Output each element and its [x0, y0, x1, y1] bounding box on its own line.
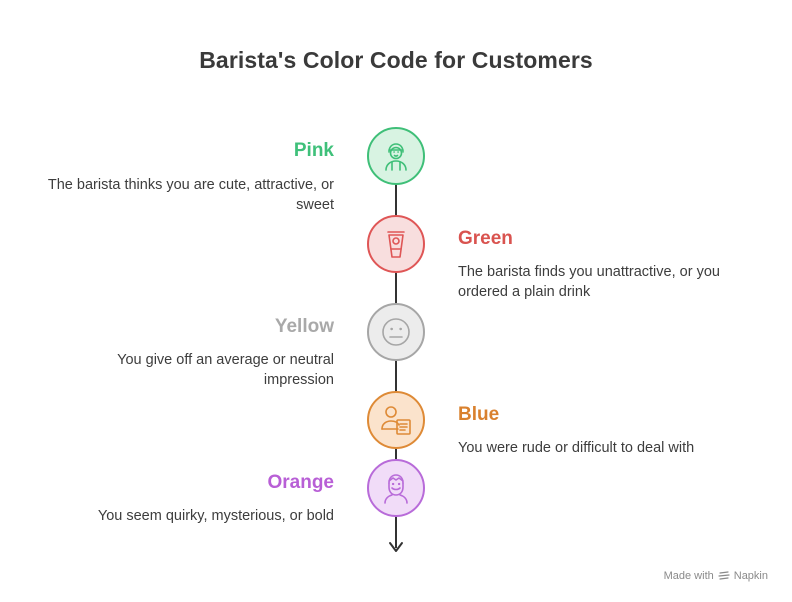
bearded-person-icon: [384, 474, 408, 504]
footer-credit: Made with Napkin: [664, 570, 768, 582]
item-label-blue: Blue: [458, 404, 500, 425]
item-description-blue: You were rude or difficult to deal with: [458, 440, 695, 456]
barista-person-icon: [385, 143, 407, 171]
page-title: Barista's Color Code for Customers: [199, 47, 593, 73]
timeline-line: [395, 180, 397, 548]
item-label-orange: Orange: [267, 472, 334, 493]
node-yellow: [367, 303, 425, 361]
item-description-orange: You seem quirky, mysterious, or bold: [97, 508, 334, 524]
person-complaint-icon: [381, 406, 411, 435]
item-description-green: The barista finds you unattractive, or y…: [458, 264, 720, 300]
node-green: [367, 215, 425, 273]
item-label-pink: Pink: [293, 140, 334, 161]
item-label-yellow: Yellow: [274, 316, 334, 337]
node-pink: [367, 127, 425, 185]
neutral-face-icon: [382, 318, 410, 346]
made-with-label: Made with: [663, 570, 714, 582]
item-description-pink: The barista thinks you are cute, attract…: [47, 177, 334, 213]
node-orange: [367, 459, 425, 517]
napkin-logo-icon: [718, 571, 730, 580]
arrow-down-icon: [389, 542, 403, 552]
drink-cup-icon: [387, 231, 405, 258]
napkin-brand-label: Napkin: [733, 570, 768, 582]
item-label-green: Green: [458, 228, 513, 249]
node-blue: [367, 391, 425, 449]
item-description-yellow: You give off an average or neutral impre…: [117, 352, 334, 388]
